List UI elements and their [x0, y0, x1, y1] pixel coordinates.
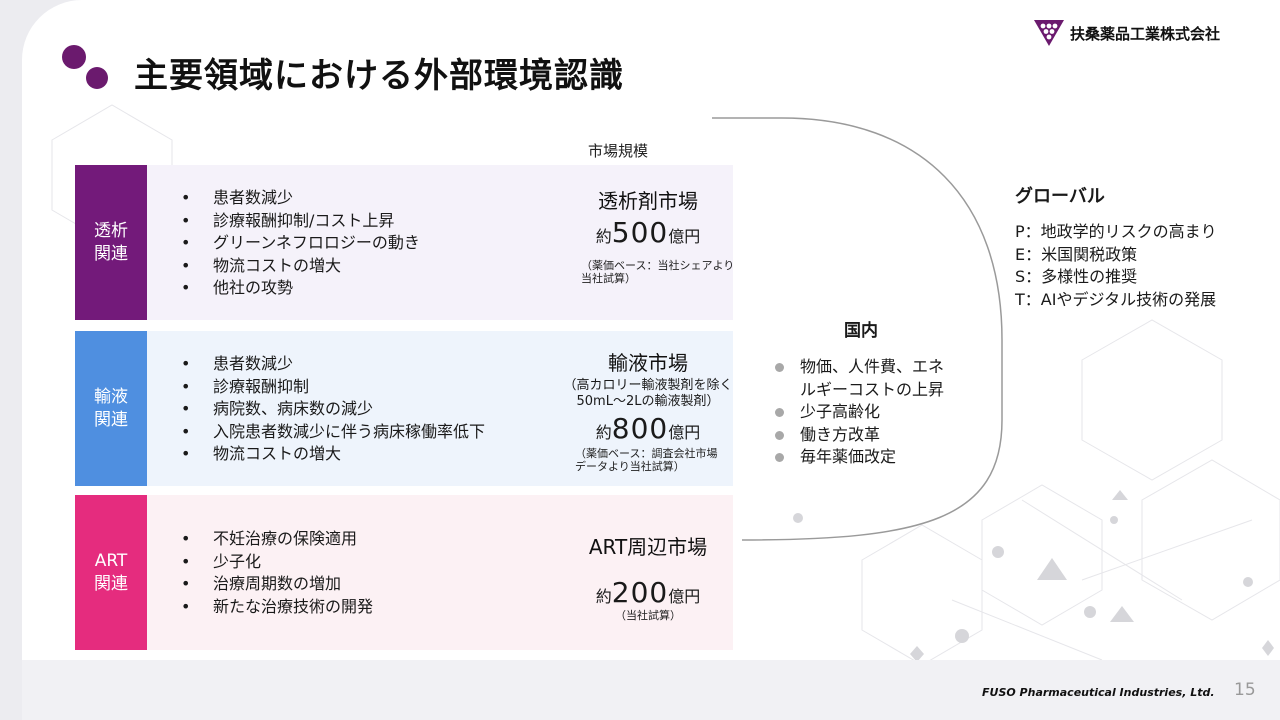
page-number: 15	[1234, 680, 1256, 700]
list-item: 治療周期数の増加	[181, 573, 373, 596]
market-size: 約200億円	[533, 576, 763, 609]
list-item: 物流コストの増大	[181, 443, 485, 466]
market-note: （当社試算）	[615, 609, 681, 622]
title-dots-decoration	[62, 45, 112, 95]
list-item: 他社の攻勢	[181, 277, 420, 300]
segment-bullets: 患者数減少 診療報酬抑制 病院数、病床数の減少 入院患者数減少に伴う病床稼働率低…	[181, 353, 485, 466]
list-item: 入院患者数減少に伴う病床稼働率低下	[181, 421, 485, 444]
segment-label: ART 関連	[75, 495, 147, 650]
segment-bullets: 不妊治療の保険適用 少子化 治療周期数の増加 新たな治療技術の開発	[181, 528, 373, 618]
market-size-unit: 億円	[668, 587, 701, 606]
market-size: 約500億円	[533, 216, 763, 249]
company-name: 扶桑薬品工業株式会社	[1070, 24, 1221, 43]
footer-brand: FUSO Pharmaceutical Industries, Ltd.	[982, 686, 1215, 699]
slide: 主要領域における外部環境認識 扶桑薬品工業株式会社 市場規模 透析 関連 患者数…	[22, 0, 1280, 720]
market-info: 透析剤市場 約500億円 （薬価ベース：当社シェアより 当社試算）	[533, 185, 763, 285]
market-size-number: 200	[611, 576, 669, 609]
market-size-number: 800	[611, 412, 669, 445]
background-decoration	[22, 104, 1280, 720]
market-size-unit: 億円	[668, 227, 701, 246]
segment-label: 透析 関連	[75, 165, 147, 320]
domestic-title: 国内	[844, 321, 878, 341]
segment-row-infusion: 輸液 関連 患者数減少 診療報酬抑制 病院数、病床数の減少 入院患者数減少に伴う…	[75, 331, 733, 486]
market-size-number: 500	[611, 216, 669, 249]
market-note: （薬価ベース：調査会社市場 データより当社試算）	[575, 447, 718, 473]
market-name: 輸液市場	[608, 351, 688, 375]
segment-label-text: 輸液 関連	[94, 387, 128, 430]
market-info: ART周辺市場 約200億円 （当社試算）	[533, 531, 763, 622]
market-note: （薬価ベース：当社シェアより 当社試算）	[581, 259, 735, 285]
list-item: 物価、人件費、エネ ルギーコストの上昇	[770, 356, 944, 401]
list-item: 少子化	[181, 551, 373, 574]
global-title: グローバル	[1015, 186, 1105, 207]
list-item: 病院数、病床数の減少	[181, 398, 485, 421]
market-size-prefix: 約	[595, 227, 612, 246]
list-item: 患者数減少	[181, 353, 485, 376]
market-size-unit: 億円	[668, 423, 701, 442]
company-logo: 扶桑薬品工業株式会社	[1032, 14, 1220, 52]
list-item: 毎年薬価改定	[770, 446, 944, 469]
list-item: P：地政学的リスクの高まり	[1015, 222, 1217, 241]
domestic-list: 物価、人件費、エネ ルギーコストの上昇 少子高齢化 働き方改革 毎年薬価改定	[770, 356, 944, 469]
list-item: 不妊治療の保険適用	[181, 528, 373, 551]
segment-label-text: ART 関連	[94, 551, 128, 594]
list-item: 診療報酬抑制	[181, 376, 485, 399]
market-size-header: 市場規模	[588, 142, 649, 160]
list-item: E：米国関税政策	[1015, 244, 1138, 264]
segment-body: 不妊治療の保険適用 少子化 治療周期数の増加 新たな治療技術の開発 ART周辺市…	[147, 495, 733, 650]
market-size: 約800億円	[533, 412, 763, 445]
segment-row-dialysis: 透析 関連 患者数減少 診療報酬抑制/コスト上昇 グリーンネフロロジーの動き 物…	[75, 165, 734, 320]
market-size-prefix: 約	[595, 423, 612, 442]
market-name: 透析剤市場	[598, 189, 698, 213]
segment-bullets: 患者数減少 診療報酬抑制/コスト上昇 グリーンネフロロジーの動き 物流コストの増…	[181, 187, 420, 300]
market-name: ART周辺市場	[588, 535, 708, 559]
list-item: T：AIやデジタル技術の発展	[1015, 289, 1217, 309]
market-size-prefix: 約	[595, 587, 612, 606]
segment-label: 輸液 関連	[75, 331, 147, 486]
list-item: 新たな治療技術の開発	[181, 596, 373, 619]
list-item: グリーンネフロロジーの動き	[181, 232, 420, 255]
list-item: 物流コストの増大	[181, 255, 420, 278]
grape-logo-icon	[1034, 20, 1064, 46]
segment-body: 患者数減少 診療報酬抑制/コスト上昇 グリーンネフロロジーの動き 物流コストの増…	[147, 165, 734, 320]
market-scope-note: （高カロリー輸液製剤を除く 50mL～2Lの輸液製剤）	[563, 378, 733, 409]
list-item: 患者数減少	[181, 187, 420, 210]
list-item: 働き方改革	[770, 424, 944, 447]
segment-label-text: 透析 関連	[94, 221, 128, 264]
domestic-arc-outline	[712, 117, 1003, 541]
list-item: S：多様性の推奨	[1015, 267, 1138, 286]
market-info: 輸液市場 （高カロリー輸液製剤を除く 50mL～2Lの輸液製剤） 約800億円 …	[533, 347, 763, 473]
list-item: 診療報酬抑制/コスト上昇	[181, 210, 420, 233]
global-pest-list: P：地政学的リスクの高まり E：米国関税政策 S：多様性の推奨 T：AIやデジタ…	[1015, 221, 1217, 311]
list-item: 少子高齢化	[770, 401, 944, 424]
segment-row-art: ART 関連 不妊治療の保険適用 少子化 治療周期数の増加 新たな治療技術の開発…	[75, 495, 733, 650]
page-title: 主要領域における外部環境認識	[134, 56, 624, 96]
segment-body: 患者数減少 診療報酬抑制 病院数、病床数の減少 入院患者数減少に伴う病床稼働率低…	[147, 331, 733, 486]
